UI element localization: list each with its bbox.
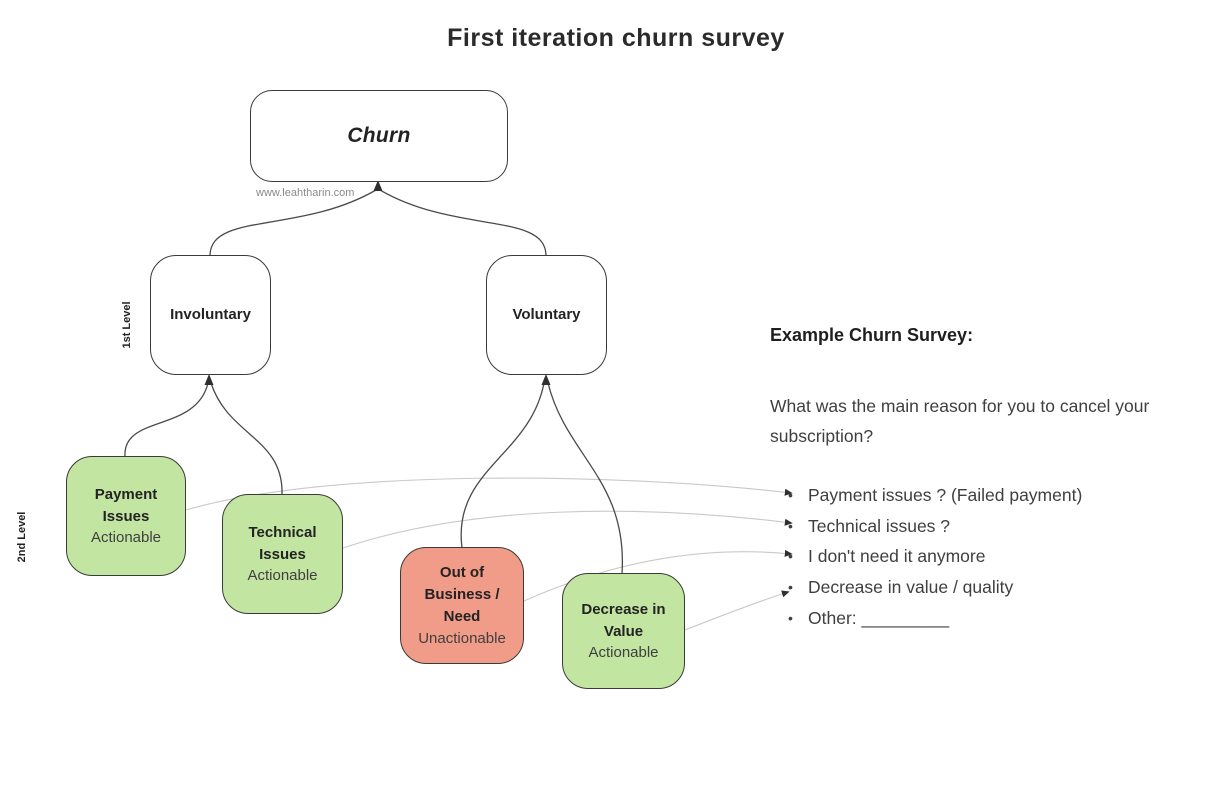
survey-options-list: • Payment issues ? (Failed payment) • Tech… [788, 480, 1218, 634]
level-1-label: 1st Level [121, 301, 133, 349]
tree-arrowheads [204, 180, 551, 385]
page-title: First iteration churn survey [447, 24, 785, 52]
connector-outofbusiness-to-item3 [523, 549, 793, 602]
bullet-icon: • [788, 548, 793, 565]
arrowhead-churn [373, 180, 383, 191]
arrowhead-voluntary [541, 374, 551, 385]
connector-involuntary-to-churn [209, 189, 377, 257]
survey-option-label: Other: _________ [808, 607, 950, 628]
node-involuntary: Involuntary [150, 255, 271, 375]
survey-option: • Payment issues ? (Failed payment) [788, 480, 1218, 511]
node-payment-issues: Payment Issues Actionable [66, 456, 186, 576]
node-decrease-in-value: Decrease in Value Actionable [562, 573, 685, 689]
connector-technical-to-item2 [342, 510, 793, 549]
survey-option: • Technical issues ? [788, 511, 1218, 542]
node-technical-issues-label: Technical Issues [248, 523, 317, 563]
connector-outofbusiness-to-voluntary [460, 382, 545, 549]
watermark: www.leahtharin.com [256, 187, 355, 199]
node-voluntary: Voluntary [486, 255, 607, 375]
node-decrease-in-value-label: Decrease in Value [581, 600, 666, 640]
survey-heading: Example Churn Survey: [770, 325, 974, 345]
bullet-icon: • [788, 487, 793, 503]
node-payment-issues-label: Payment Issues [94, 485, 158, 525]
survey-option-label: Decrease in value / quality [808, 577, 1014, 598]
survey-option-label: Payment issues ? (Failed payment) [808, 485, 1083, 505]
connector-technical-to-involuntary [210, 382, 283, 496]
survey-question: What was the main reason for you to canc… [770, 396, 1150, 446]
connector-payment-to-involuntary [124, 382, 209, 458]
node-decrease-in-value-subtitle: Actionable [588, 644, 659, 662]
survey-option: • Other: _________ [788, 603, 1218, 634]
survey-option-label: I don't need it anymore [808, 546, 986, 567]
node-out-of-business-label: Out of Business / Need [424, 564, 500, 625]
connector-decrease-to-item4 [684, 590, 790, 631]
survey-option: • Decrease in value / quality [788, 572, 1218, 603]
bullet-icon: • [788, 579, 793, 596]
survey-option-label: Technical issues ? [808, 515, 951, 536]
level-2-label: 2nd Level [16, 511, 28, 563]
node-involuntary-label: Involuntary [170, 306, 251, 324]
connector-decrease-to-voluntary [547, 382, 624, 575]
connector-voluntary-to-churn [379, 189, 547, 257]
node-out-of-business: Out of Business / Need Unactionable [400, 547, 524, 664]
survey-option: • I don't need it anymore [788, 541, 1218, 572]
bullet-icon: • [788, 609, 793, 626]
node-out-of-business-subtitle: Unactionable [418, 629, 506, 647]
bullet-icon: • [788, 517, 793, 534]
node-technical-issues: Technical Issues Actionable [222, 494, 343, 614]
arrowhead-involuntary [204, 374, 214, 385]
node-technical-issues-subtitle: Actionable [247, 567, 318, 585]
node-churn: Churn [250, 90, 508, 182]
survey-panel: Example Churn Survey: What was the main … [770, 325, 1220, 628]
node-voluntary-label: Voluntary [512, 306, 581, 324]
node-churn-label: Churn [347, 123, 411, 147]
tree-connectors [124, 189, 624, 575]
node-payment-issues-subtitle: Actionable [90, 529, 162, 547]
